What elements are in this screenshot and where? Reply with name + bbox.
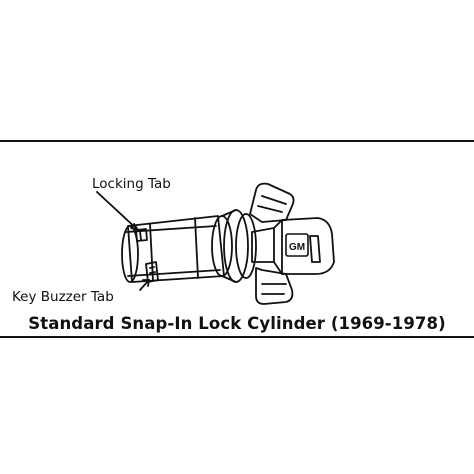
key-buzzer-tab-label: Key Buzzer Tab bbox=[12, 289, 114, 305]
diagram-frame bbox=[0, 140, 474, 338]
cylinder-collar bbox=[211, 209, 257, 283]
gm-logo-plate bbox=[285, 233, 309, 257]
gm-logo-text: GM bbox=[289, 242, 305, 253]
key bbox=[251, 217, 335, 275]
locking-tab-label: Locking Tab bbox=[92, 176, 171, 192]
key-buzzer-tab bbox=[145, 261, 159, 283]
locking-tab bbox=[135, 228, 148, 242]
retaining-wing-bottom bbox=[255, 267, 294, 305]
cylinder-body bbox=[121, 215, 225, 283]
locking-tab-leader-line bbox=[96, 191, 139, 231]
diagram-caption: Standard Snap-In Lock Cylinder (1969-197… bbox=[28, 314, 446, 333]
key-slot bbox=[309, 235, 321, 263]
retaining-wing-top bbox=[249, 182, 295, 223]
